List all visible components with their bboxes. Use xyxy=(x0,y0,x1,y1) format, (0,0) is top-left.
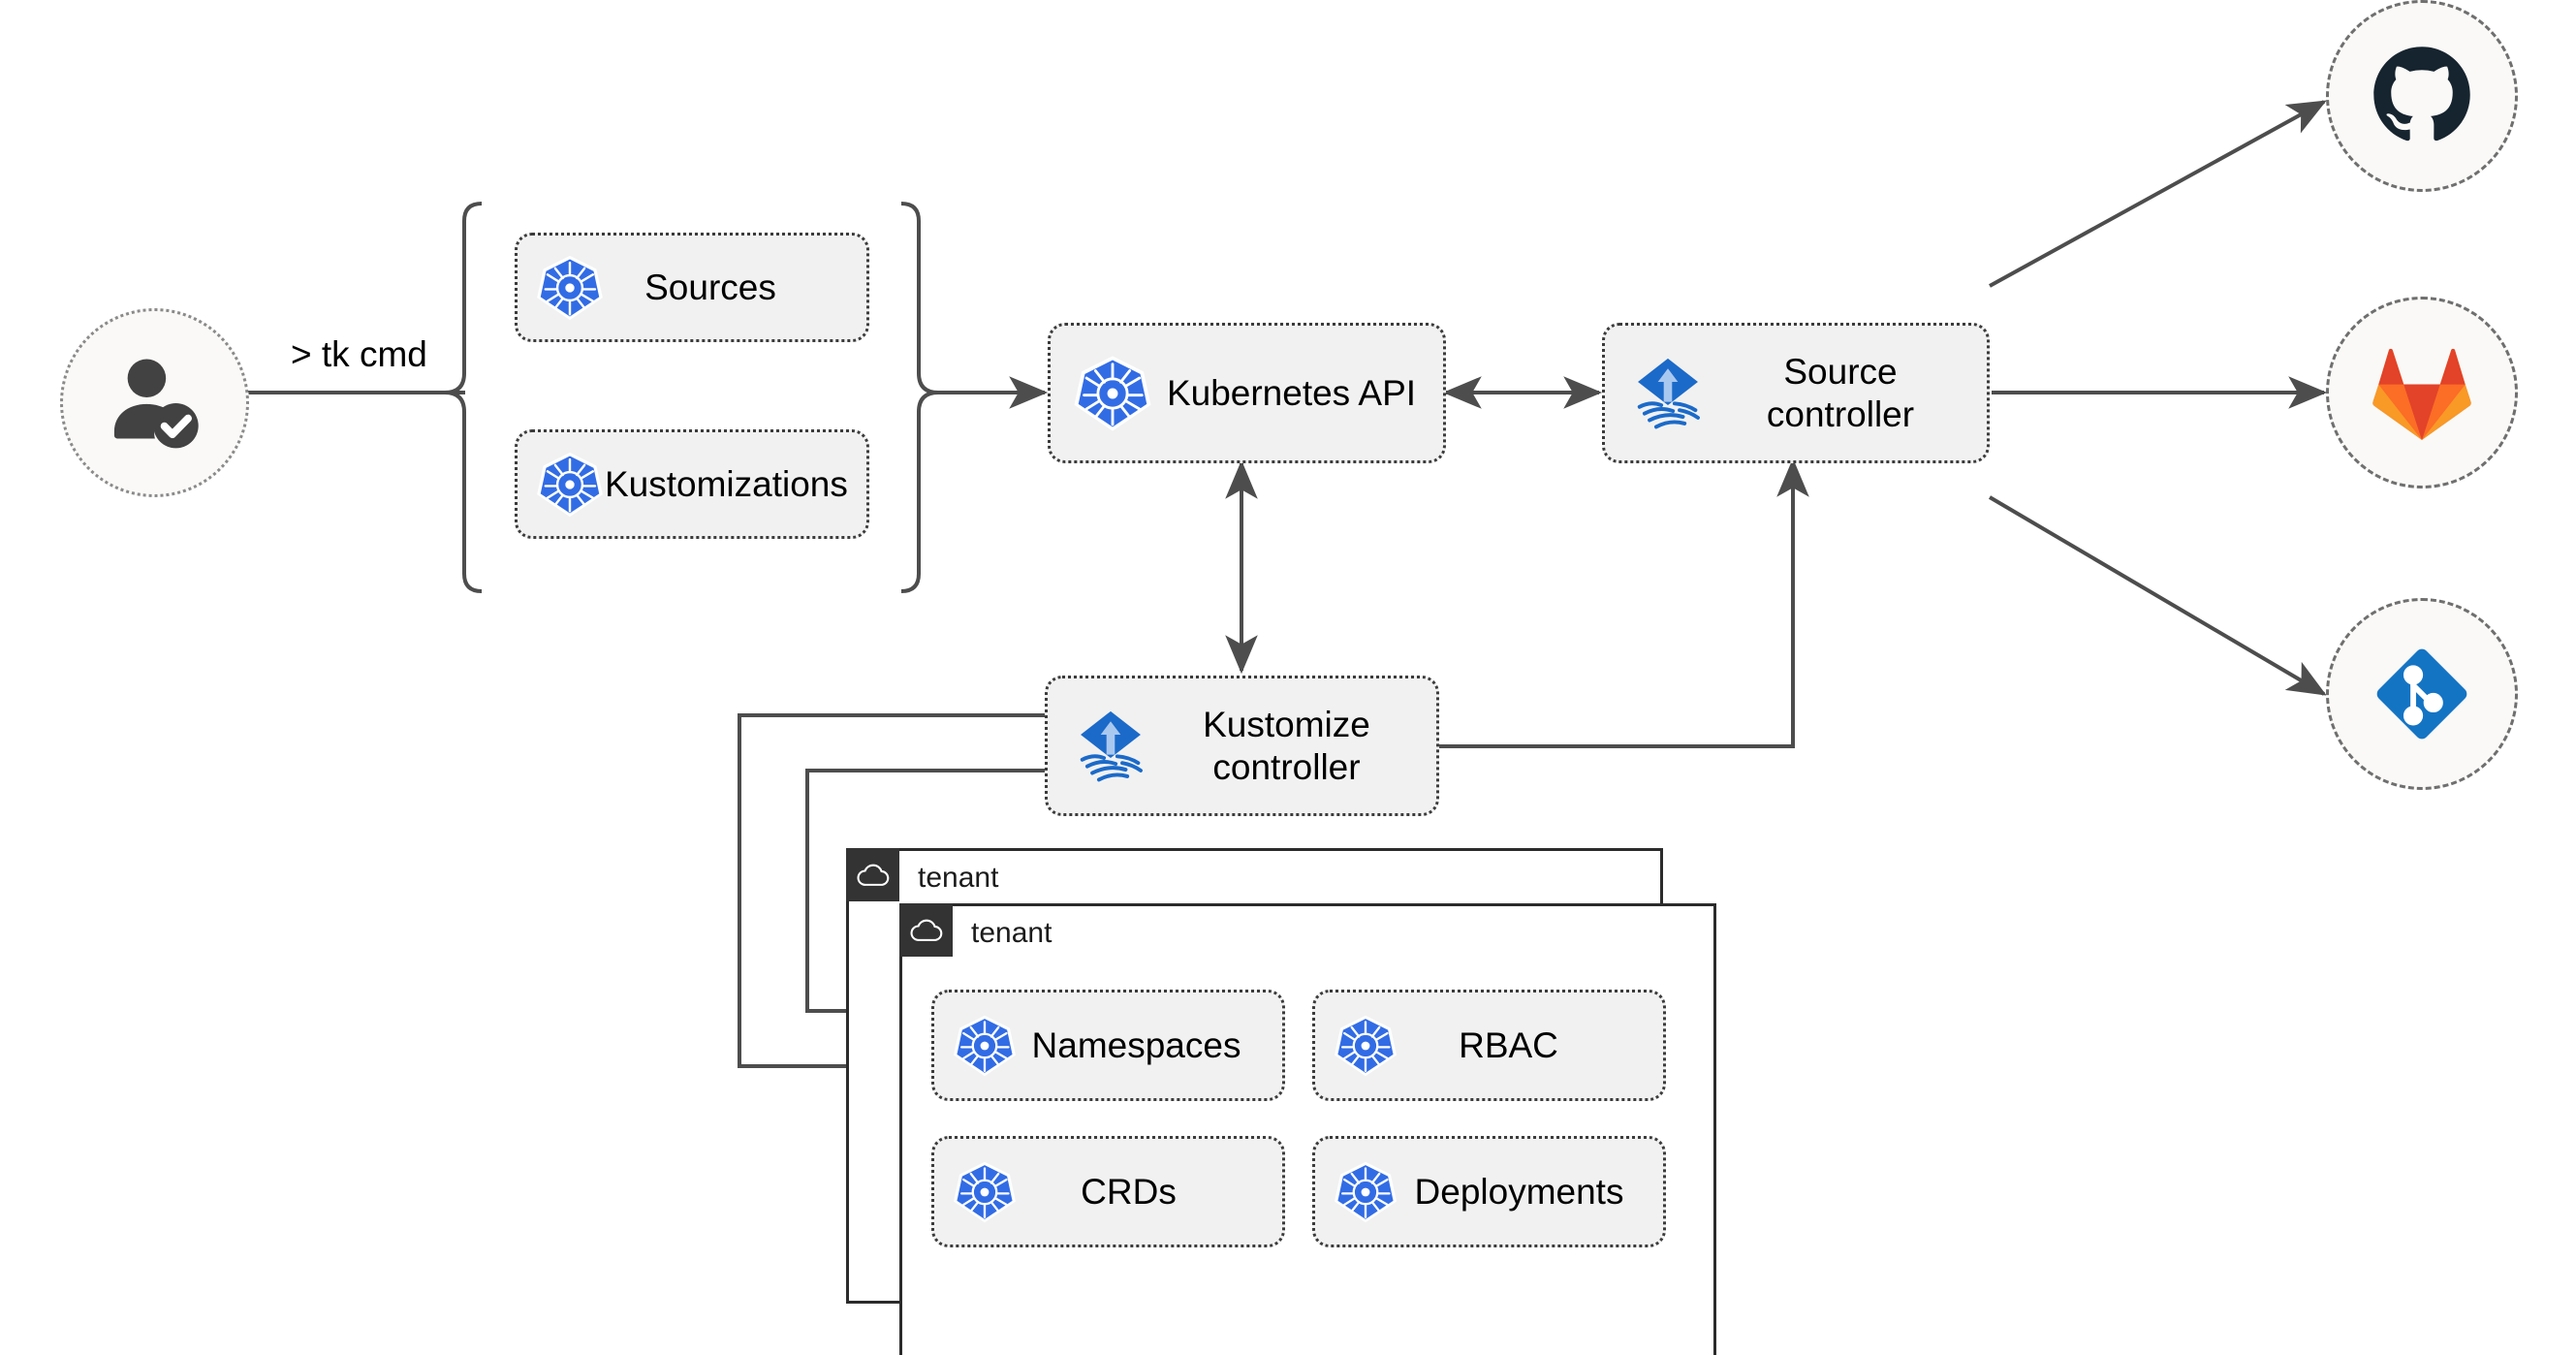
tenant-resource-label: Namespaces xyxy=(1031,1024,1241,1065)
edge-kustomize-to-source xyxy=(1439,457,1809,748)
kubernetes-icon xyxy=(952,1159,1018,1225)
brace-left xyxy=(444,202,483,593)
kubernetes-icon xyxy=(1333,1013,1398,1079)
gitlab-icon xyxy=(2372,348,2471,440)
command-label: > tk cmd xyxy=(291,334,427,374)
cloud-icon xyxy=(857,864,889,886)
user-check-icon xyxy=(113,358,199,448)
cloud-icon xyxy=(910,919,942,941)
flux-icon xyxy=(1626,352,1710,435)
tenant-tab-1 xyxy=(846,848,899,901)
tenant-tab-2 xyxy=(899,903,953,957)
kubernetes-icon xyxy=(535,450,605,520)
tenant-title-1: tenant xyxy=(918,862,999,894)
flux-icon xyxy=(1069,705,1152,788)
tenant-resource-label: CRDs xyxy=(1081,1171,1177,1212)
crd-label: Kustomizations xyxy=(605,463,848,504)
tenant-resource-label: RBAC xyxy=(1459,1024,1558,1065)
kubernetes-icon xyxy=(535,253,605,323)
kubernetes-icon xyxy=(1333,1159,1398,1225)
tenant-resource-rbac[interactable]: RBAC xyxy=(1312,990,1666,1101)
edge-source-to-github xyxy=(1989,100,2327,288)
tenant-resource-deployments[interactable]: Deployments xyxy=(1312,1136,1666,1247)
provider-node-gitlab[interactable] xyxy=(2326,297,2518,488)
provider-node-git[interactable] xyxy=(2326,598,2518,790)
tenant-title-2: tenant xyxy=(971,917,1052,949)
tenant-card-2[interactable] xyxy=(899,903,1716,1355)
kubernetes-api-label: Kubernetes API xyxy=(1166,372,1417,413)
kustomize-controller-label: Kustomize controller xyxy=(1203,704,1370,787)
crd-node-kustomizations[interactable]: Kustomizations xyxy=(515,429,869,539)
edge-source-to-git xyxy=(1988,495,2327,696)
provider-node-github[interactable] xyxy=(2326,0,2518,192)
crd-node-sources[interactable]: Sources xyxy=(515,233,869,342)
kubernetes-icon xyxy=(952,1013,1018,1079)
source-controller-label: Source controller xyxy=(1766,351,1915,434)
crd-label: Sources xyxy=(644,267,776,307)
github-icon xyxy=(2373,47,2470,142)
kubernetes-api-node[interactable]: Kubernetes API xyxy=(1048,323,1446,463)
git-icon xyxy=(2376,648,2467,740)
tenant-resource-namespaces[interactable]: Namespaces xyxy=(931,990,1285,1101)
kustomize-controller-node[interactable]: Kustomize controller xyxy=(1045,676,1439,816)
source-controller-node[interactable]: Source controller xyxy=(1602,323,1990,463)
brace-right xyxy=(900,202,939,593)
kubernetes-icon xyxy=(1072,353,1153,434)
user-node[interactable] xyxy=(60,308,249,497)
tenant-resource-crds[interactable]: CRDs xyxy=(931,1136,1285,1247)
tenant-resource-label: Deployments xyxy=(1414,1171,1624,1212)
